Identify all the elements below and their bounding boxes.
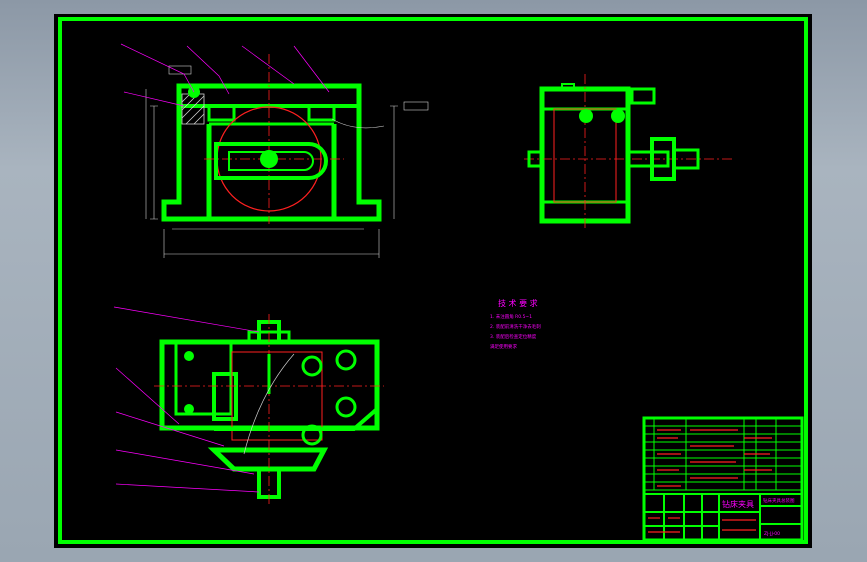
front-view xyxy=(120,43,429,258)
drawing-number: ZJ-JJ-00 xyxy=(764,531,780,537)
drawing-canvas[interactable]: 技 术 要 求 1. 未注圆角 R0.5~1 2. 装配前清洗干净去毛刺 3. … xyxy=(54,14,812,548)
tech-note-4: 满足使用要求 xyxy=(490,343,517,350)
top-view xyxy=(113,306,384,504)
drawing-name: 钻床夹具 xyxy=(722,499,754,509)
tech-requirements-title: 技 术 要 求 xyxy=(498,298,538,308)
cad-drawing: 技 术 要 求 1. 未注圆角 R0.5~1 2. 装配前清洗干净去毛刺 3. … xyxy=(58,17,808,544)
side-view xyxy=(524,74,734,229)
tech-note-2: 2. 装配前清洗干净去毛刺 xyxy=(490,323,541,330)
tech-requirements: 技 术 要 求 1. 未注圆角 R0.5~1 2. 装配前清洗干净去毛刺 3. … xyxy=(490,298,541,350)
title-block: 钻床夹具 钻床夹具总装图 ZJ-JJ-00 xyxy=(642,416,804,542)
tech-note-1: 1. 未注圆角 R0.5~1 xyxy=(490,313,532,320)
tech-note-3: 3. 装配后检查定位精度 xyxy=(490,333,537,340)
drawing-subname: 钻床夹具总装图 xyxy=(763,497,795,504)
drawing-border xyxy=(58,17,808,544)
